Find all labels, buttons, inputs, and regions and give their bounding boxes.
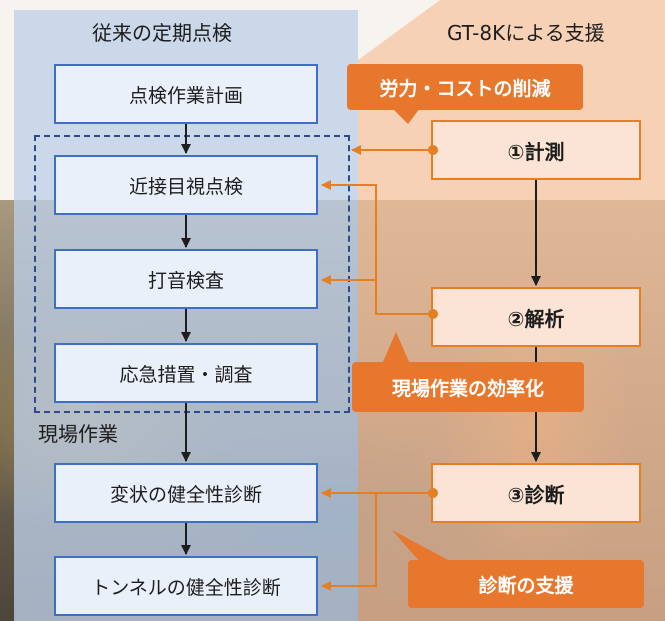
step-close-visual-inspection: 近接目視点検 bbox=[54, 155, 318, 215]
callout-field-work-efficiency: 現場作業の効率化 bbox=[352, 362, 584, 412]
support-dot-analyze bbox=[428, 309, 438, 319]
support-dot-measure bbox=[428, 145, 438, 155]
callout-tail-efficiency bbox=[382, 332, 410, 364]
callout-labor-cost-reduction: 労力・コストの削減 bbox=[347, 64, 583, 110]
step-diagnosis: ③診断 bbox=[431, 463, 641, 523]
step-inspection-planning: 点検作業計画 bbox=[54, 64, 318, 124]
step-hammering-test: 打音検査 bbox=[54, 249, 318, 309]
callout-tail-support bbox=[392, 530, 452, 562]
support-line-diagnose-to-tunnel bbox=[321, 493, 377, 591]
gt8k-support-title: GT-8Kによる支援 bbox=[447, 21, 605, 45]
step-analysis: ②解析 bbox=[431, 287, 641, 347]
step-emergency-measures: 応急措置・調査 bbox=[54, 343, 318, 403]
step-tunnel-diagnosis: トンネルの健全性診断 bbox=[54, 556, 318, 616]
step-deformation-diagnosis: 変状の健全性診断 bbox=[54, 463, 318, 523]
field-work-label: 現場作業 bbox=[38, 422, 118, 446]
callout-diagnosis-support: 診断の支援 bbox=[408, 560, 644, 608]
field-work-group-box bbox=[34, 135, 350, 413]
callout-tail-labor bbox=[392, 108, 420, 124]
step-measurement: ①計測 bbox=[431, 120, 641, 180]
conventional-inspection-title: 従来の定期点検 bbox=[92, 21, 232, 45]
support-dot-diagnose bbox=[428, 488, 438, 498]
support-line-analyze-to-visual bbox=[321, 180, 433, 315]
